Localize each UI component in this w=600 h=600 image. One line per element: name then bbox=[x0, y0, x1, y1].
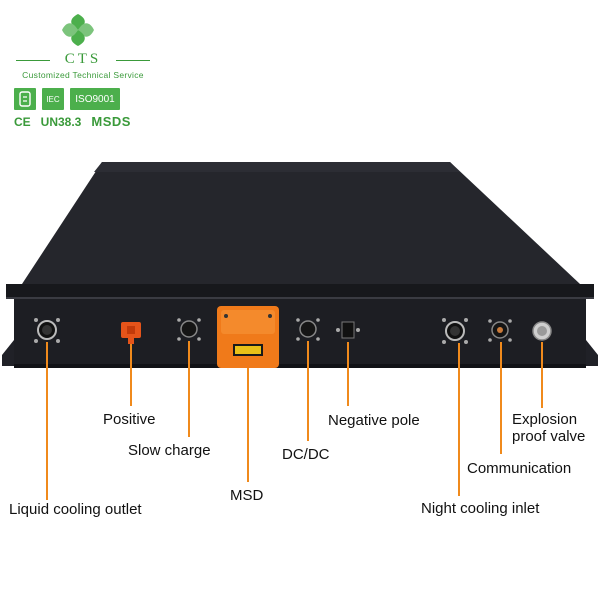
leader-dcdc bbox=[307, 341, 309, 441]
iec-badge: IEC bbox=[42, 88, 64, 110]
leader-positive bbox=[130, 344, 132, 406]
leader-negative-pole bbox=[347, 342, 349, 406]
label-negative-pole: Negative pole bbox=[328, 412, 420, 429]
cooling-inlet-port bbox=[442, 318, 468, 344]
label-dcdc: DC/DC bbox=[282, 446, 330, 463]
dcdc-port bbox=[296, 318, 320, 341]
battery-lid-edge bbox=[6, 284, 594, 298]
label-communication: Communication bbox=[467, 460, 572, 477]
label-cooling-inlet: Night cooling inlet bbox=[421, 500, 540, 517]
logo-rule-right bbox=[116, 60, 150, 61]
logo-rule-left bbox=[16, 60, 50, 61]
left-flange bbox=[2, 340, 14, 366]
liquid-cooling-outlet-port bbox=[34, 318, 60, 343]
right-flange bbox=[586, 340, 598, 366]
explosion-proof-valve bbox=[532, 321, 552, 341]
recycle-badge-icon bbox=[14, 88, 36, 110]
label-slow-charge: Slow charge bbox=[128, 442, 211, 459]
communication-port bbox=[488, 319, 512, 342]
leader-liquid-cooling-outlet bbox=[46, 342, 48, 500]
leader-explosion-valve bbox=[541, 342, 543, 408]
battery-pack-image bbox=[2, 162, 598, 368]
logo-subtitle: Customized Technical Service bbox=[22, 70, 144, 80]
label-positive: Positive bbox=[103, 411, 156, 428]
msds-mark: MSDS bbox=[91, 114, 131, 129]
leader-msd bbox=[247, 368, 249, 482]
label-explosion-valve-2: proof valve bbox=[512, 428, 586, 445]
brand-logo-block: CTS Customized Technical Service IEC ISO… bbox=[8, 8, 158, 129]
un383-mark: UN38.3 bbox=[40, 114, 82, 129]
battery-lid bbox=[22, 162, 580, 284]
positive-terminal bbox=[121, 322, 141, 344]
cert-text-row: CE UN38.3 MSDS bbox=[14, 114, 131, 129]
logo-text: CTS bbox=[64, 51, 102, 67]
cts-logo-icon bbox=[62, 14, 94, 46]
msd-unit bbox=[217, 306, 279, 368]
negative-pole-terminal bbox=[336, 321, 360, 339]
iso9001-badge: ISO9001 bbox=[70, 88, 120, 110]
cert-badges: IEC ISO9001 bbox=[14, 88, 120, 110]
leader-slow-charge bbox=[188, 341, 190, 437]
leader-communication bbox=[500, 342, 502, 454]
label-explosion-valve-1: Explosion bbox=[512, 411, 578, 428]
label-liquid-cooling-outlet: Liquid cooling outlet bbox=[9, 501, 142, 518]
ce-mark: CE bbox=[14, 114, 31, 129]
slow-charge-port bbox=[177, 318, 201, 341]
leader-cooling-inlet bbox=[458, 343, 460, 496]
label-msd: MSD bbox=[230, 487, 264, 504]
